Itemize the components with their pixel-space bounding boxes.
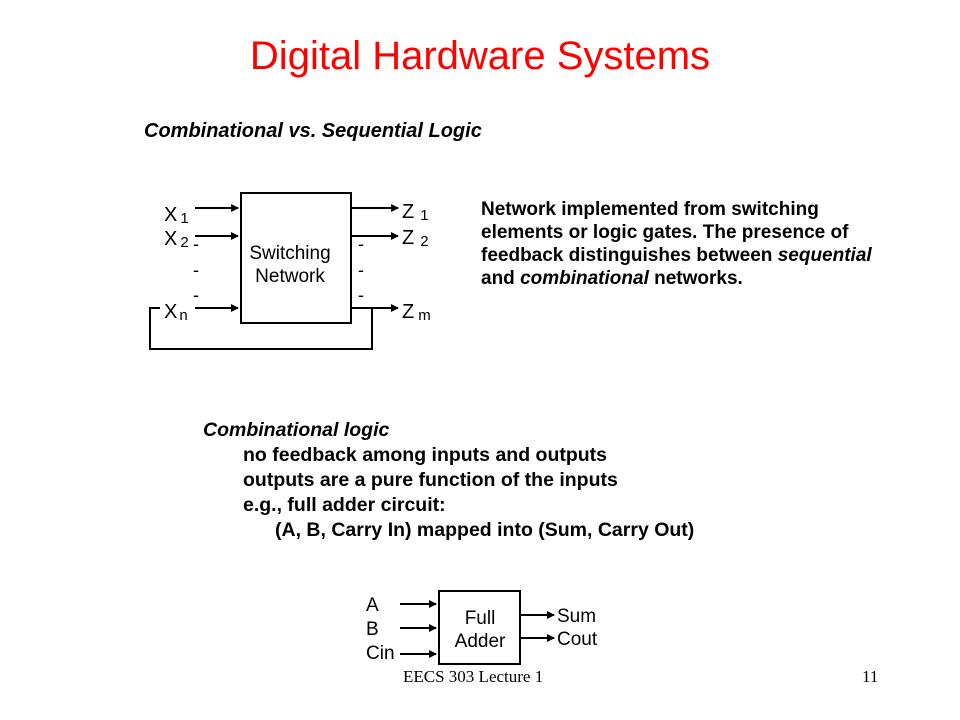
combinational-point-1: no feedback among inputs and outputs xyxy=(243,444,608,466)
switching-box-label-1: Switching xyxy=(249,243,330,264)
full-adder-box xyxy=(438,590,521,665)
output-ellipsis-1: - xyxy=(358,234,364,254)
adder-input-cin-label: Cin xyxy=(366,643,395,664)
switching-box-label-2: Network xyxy=(255,266,325,287)
slide-title: Digital Hardware Systems xyxy=(249,34,711,78)
combinational-heading: Combinational logic xyxy=(203,419,390,441)
output-ellipsis-2: - xyxy=(358,260,364,280)
switching-network-box xyxy=(240,192,352,324)
footer-course: EECS 303 Lecture 1 xyxy=(403,667,544,686)
slide-subtitle: Combinational vs. Sequential Logic xyxy=(144,120,482,142)
network-description: Network implemented from switching eleme… xyxy=(481,199,872,289)
full-adder-diagram: Full Adder A B Cin Sum Cout xyxy=(366,590,598,665)
adder-output-sum-label: Sum xyxy=(557,606,596,627)
input-ellipsis-1: - xyxy=(193,234,199,254)
combinational-point-2: outputs are a pure function of the input… xyxy=(243,469,618,491)
feedback-loop xyxy=(149,307,373,350)
adder-input-a-label: A xyxy=(366,595,379,616)
output-ellipsis-3: - xyxy=(358,285,364,305)
full-adder-label-1: Full xyxy=(465,608,496,629)
combinational-point-3: e.g., full adder circuit: xyxy=(243,494,446,516)
full-adder-label-2: Adder xyxy=(455,631,506,652)
footer-page-number: 11 xyxy=(862,667,879,686)
input-ellipsis-3: - xyxy=(193,285,199,305)
adder-output-cout-label: Cout xyxy=(557,629,598,650)
combinational-logic-section: Combinational logic no feedback among in… xyxy=(203,418,694,543)
input-ellipsis-2: - xyxy=(193,260,199,280)
combinational-mapping: (A, B, Carry In) mapped into (Sum, Carry… xyxy=(275,519,695,541)
adder-input-b-label: B xyxy=(366,619,379,640)
